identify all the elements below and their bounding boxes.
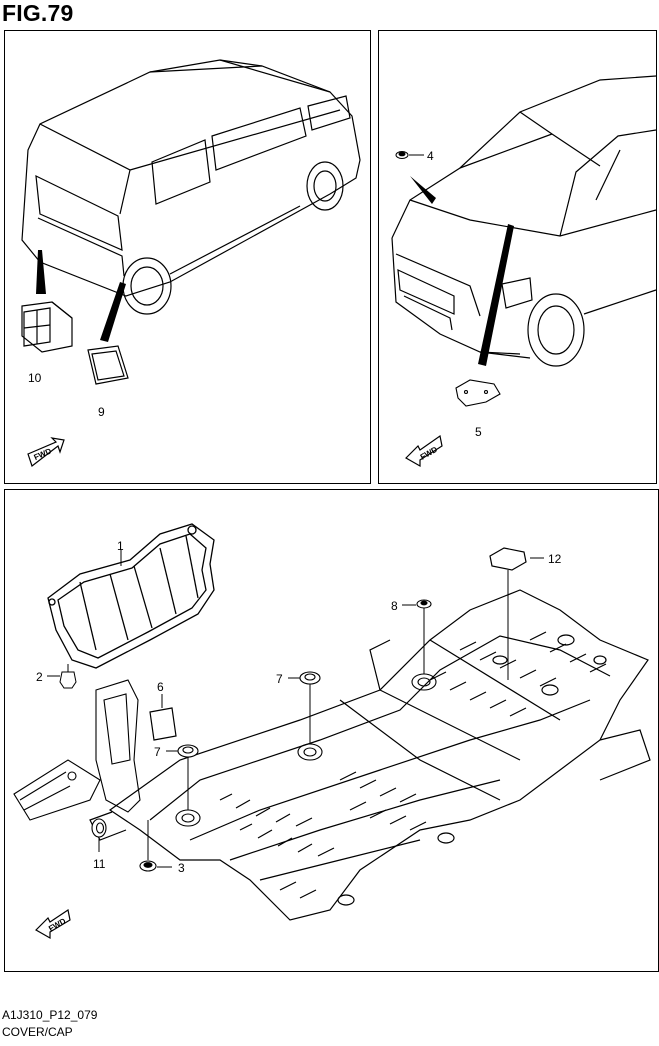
part-2-bolt-icon (59, 664, 77, 689)
part-3-plug-icon (139, 860, 157, 872)
footer-title: COVER/CAP (2, 1025, 73, 1039)
figure-title: FIG.79 (2, 0, 74, 26)
front-view-panel (378, 30, 657, 484)
fwd-arrow-icon[interactable]: FWD (405, 434, 443, 468)
rear-car-illustration (21, 59, 361, 315)
part-5-seal-icon (455, 379, 501, 407)
callout-4: 4 (427, 149, 434, 163)
part-7-plug-icon (299, 671, 321, 685)
floor-plug-holes (175, 673, 437, 827)
callout-11: 11 (93, 857, 106, 871)
side-member-illustration (13, 679, 141, 821)
callout-7-right: 7 (276, 672, 283, 686)
part-10-cap-icon (21, 301, 73, 353)
front-car-illustration (391, 75, 657, 367)
callout-12: 12 (548, 552, 562, 566)
callout-8: 8 (391, 599, 398, 613)
fwd-arrow-icon[interactable]: FWD (35, 909, 71, 940)
part-9-pad-icon (87, 345, 129, 385)
part-8-plug-icon (416, 599, 432, 609)
floor-panel-illustration (89, 589, 651, 921)
floor-panel-view (4, 489, 659, 972)
leader-wedge-10 (36, 250, 46, 294)
part-7-plug-icon (177, 744, 199, 758)
callout-1: 1 (117, 539, 124, 553)
callout-7-left: 7 (154, 745, 161, 759)
leader-wedge-4 (410, 176, 436, 204)
callout-2: 2 (36, 670, 43, 684)
leader-wedge-9 (100, 282, 126, 342)
callout-9: 9 (98, 405, 105, 419)
fwd-arrow-icon[interactable]: FWD (27, 437, 65, 467)
leader-wedge-5 (478, 224, 514, 366)
footer-code: A1J310_P12_079 (2, 1008, 98, 1022)
callout-3: 3 (178, 861, 185, 875)
callout-6: 6 (157, 680, 164, 694)
callout-10: 10 (28, 371, 42, 385)
part-1-under-cover-icon (47, 523, 215, 669)
part-4-cap-icon (395, 151, 409, 159)
part-12-pad-icon (489, 547, 527, 571)
fwd-label: FWD (32, 446, 53, 462)
part-11-grommet-icon (91, 818, 107, 838)
part-6-pad-icon (149, 707, 177, 741)
callout-5: 5 (475, 425, 482, 439)
